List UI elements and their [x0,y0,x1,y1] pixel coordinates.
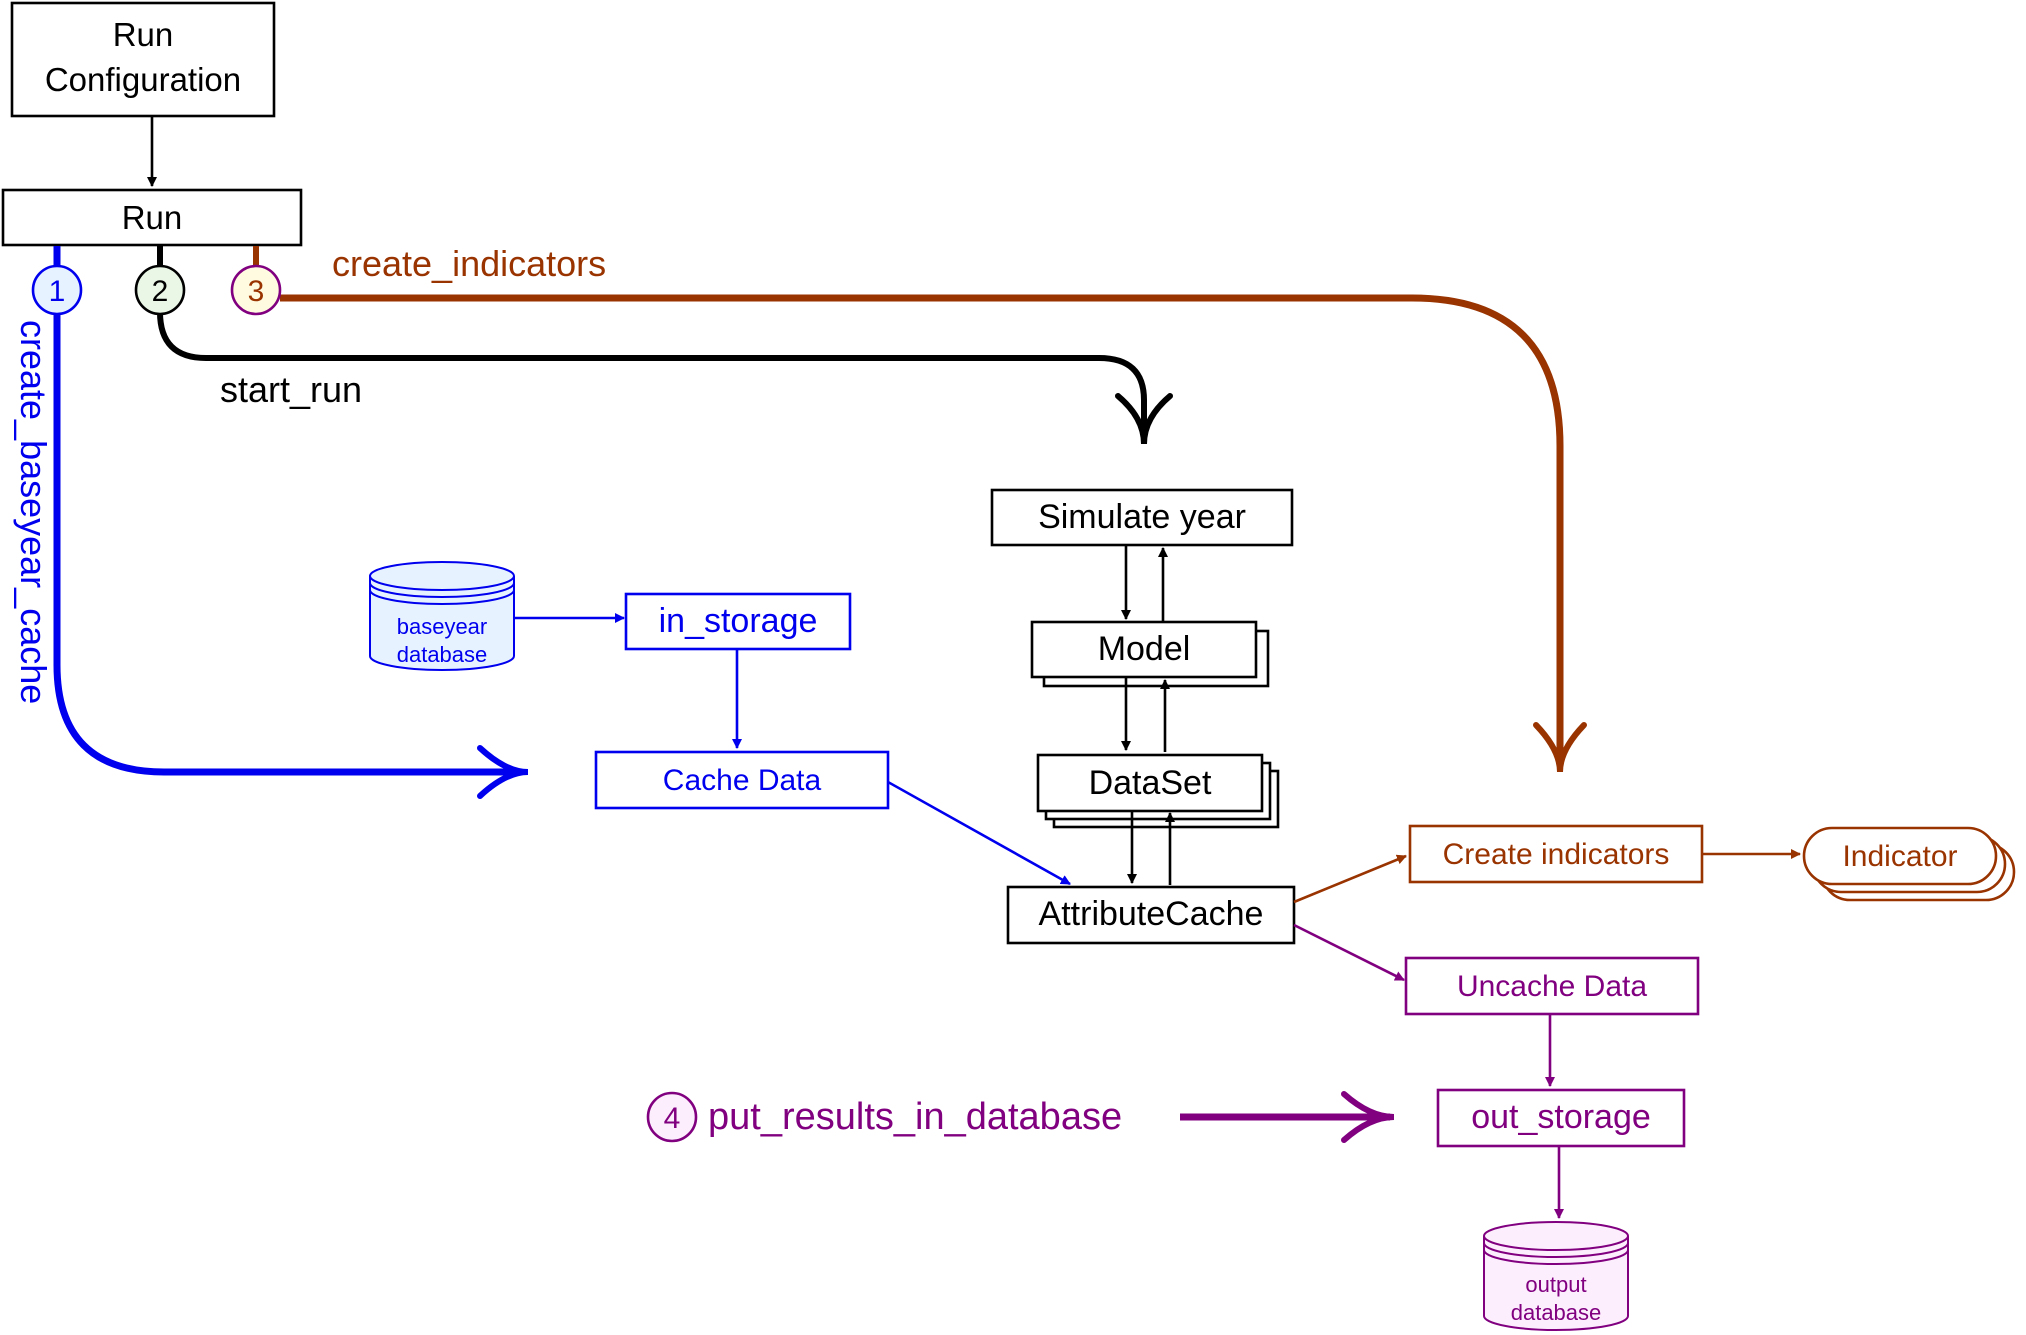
run-label: Run [122,199,183,236]
indicator-label: Indicator [1842,840,1957,873]
step1-badge [31,264,83,316]
uncache-data-label: Uncache Data [1457,970,1647,1003]
baseyear-database-label-line2: database [397,642,488,667]
attribute-cache-node: AttributeCache [1006,885,1296,945]
step4-path: 4 put_results_in_database [646,1091,1395,1143]
step2-badge [134,264,186,316]
step1-number: 1 [49,275,66,308]
step3-label: create_indicators [332,243,606,284]
step4-arrowhead [1341,1091,1395,1143]
dataset-label: DataSet [1089,764,1212,802]
output-database-label-line2: database [1511,1300,1602,1325]
model-node: Model [1030,620,1270,688]
step2-arrowhead [1115,393,1173,445]
step4-badge [646,1091,698,1143]
dataset-node: DataSet [1036,753,1280,829]
model-label: Model [1098,630,1191,668]
step1-path: 1 create_baseyear_cache [13,246,529,799]
step2-label: start_run [220,369,362,410]
step2-path: 2 start_run [134,246,1173,445]
step2-number: 2 [152,275,169,308]
create-indicators-node: Create indicators [1408,824,1704,884]
step4-number: 4 [664,1102,681,1135]
baseyear-database-node: baseyear database [369,561,515,671]
step3-path: 3 create_indicators [230,243,1587,773]
uncache-data-node: Uncache Data [1404,956,1700,1016]
in-storage-label: in_storage [659,602,818,640]
in-storage-node: in_storage [624,592,852,651]
simulate-year-label: Simulate year [1038,498,1246,536]
run-configuration-label-line2: Configuration [45,61,241,98]
step4-label: put_results_in_database [708,1096,1122,1138]
step3-badge [230,264,282,316]
baseyear-database-label-line1: baseyear [397,614,488,639]
run-configuration-node: Run Configuration [10,1,276,118]
step1-label: create_baseyear_cache [13,320,54,704]
arrow-attribute-cache-to-create-indicators [1293,854,1407,904]
step3-arrowhead [1533,722,1587,773]
step1-arrowhead [477,745,529,799]
cache-data-label: Cache Data [663,764,822,797]
run-node: Run [1,188,303,247]
run-configuration-label-line1: Run [113,16,174,53]
cache-data-node: Cache Data [594,750,890,810]
simulate-year-node: Simulate year [990,488,1294,547]
output-database-label-line1: output [1525,1272,1586,1297]
create-indicators-label: Create indicators [1443,838,1670,871]
out-storage-node: out_storage [1436,1088,1686,1148]
indicator-node: Indicator [1802,826,2016,902]
arrow-attribute-cache-to-uncache-data [1293,923,1405,982]
attribute-cache-label: AttributeCache [1039,895,1264,933]
step3-number: 3 [248,275,265,308]
output-database-node: output database [1483,1221,1629,1331]
arrow-cache-data-to-attribute-cache [887,780,1071,886]
out-storage-label: out_storage [1471,1098,1651,1136]
